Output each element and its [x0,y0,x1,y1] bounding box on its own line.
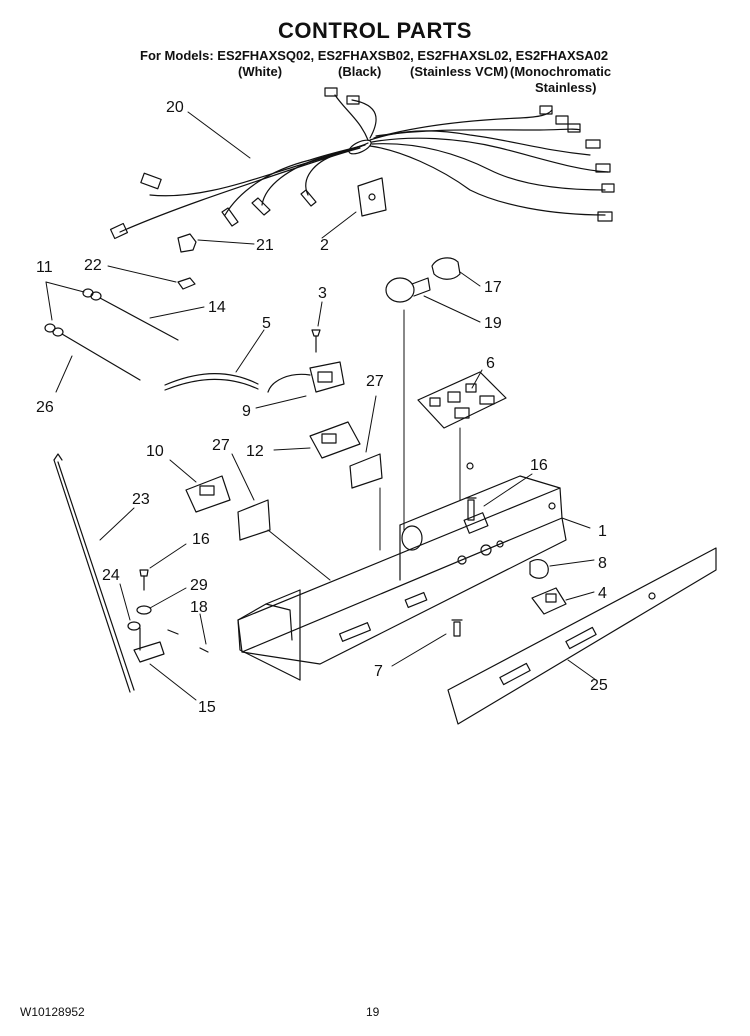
part-24-washer [127,621,141,631]
part-6-control-board [417,371,507,429]
callout-29: 29 [190,577,208,594]
page-title: CONTROL PARTS [278,18,472,43]
callout-12: 12 [246,443,264,460]
callout-21: 21 [256,237,274,254]
callout-20: 20 [166,99,184,116]
callout-10: 10 [146,443,164,460]
part-29-washer [136,605,152,615]
part-19-bulb [385,277,431,303]
callout-11: 11 [36,259,53,276]
part-18-wire [167,629,209,653]
variant-black: (Black) [338,64,382,79]
page-number: 19 [366,1005,380,1019]
callout-18: 18 [190,599,208,616]
callout-16-right: 16 [530,457,548,474]
part-15-bracket [133,627,165,663]
part-2-bracket [357,177,387,217]
callout-2: 2 [320,237,329,254]
document-number: W10128952 [20,1005,85,1019]
callout-14: 14 [208,299,226,316]
callout-6: 6 [486,355,495,372]
callout-4: 4 [598,585,607,602]
callout-8: 8 [598,555,607,572]
variant-stainless: Stainless) [535,80,597,95]
models-line: For Models: ES2FHAXSQ02, ES2FHAXSB02, ES… [140,48,609,63]
callout-22: 22 [84,257,102,274]
callout-27-left: 27 [212,437,230,454]
part-27-label-left [237,499,271,541]
part-22-clip [177,277,196,290]
part-10-bracket [185,475,231,513]
part-8-knob [529,559,549,579]
part-7-screw [451,619,463,637]
part-27-label-right [349,453,383,489]
callout-16-left: 16 [192,531,210,548]
part-12-bracket [309,421,361,459]
wiring-harness [109,87,615,240]
part-9-switch [267,329,345,393]
callout-17: 17 [484,279,502,296]
part-16-screw-left [139,569,149,591]
part-1-control-housing [237,462,567,681]
callout-27-right: 27 [366,373,384,390]
variant-white: (White) [238,64,283,79]
callout-9: 9 [242,403,251,420]
part-21-clip [177,233,197,253]
callout-7: 7 [374,663,383,680]
callout-3: 3 [318,285,327,302]
part-5-tube [164,373,259,386]
part-23-rod [53,453,135,693]
variant-monochromatic: (Monochromatic [510,64,612,79]
callout-19: 19 [484,315,502,332]
callout-25: 25 [590,677,608,694]
callout-15: 15 [198,699,216,716]
callout-24: 24 [102,567,120,584]
part-17-socket [431,257,461,280]
variant-stainless-vcm: (Stainless VCM) [410,64,509,79]
parts-14-26-rods [44,288,179,381]
callout-23: 23 [132,491,150,508]
part-4-switch [531,587,567,615]
part-16-screw-right [465,497,477,521]
callout-1: 1 [598,523,607,540]
callout-5: 5 [262,315,271,332]
part-25-trim-strip [447,547,717,725]
leader-lines [45,111,597,701]
callout-26: 26 [36,399,54,416]
